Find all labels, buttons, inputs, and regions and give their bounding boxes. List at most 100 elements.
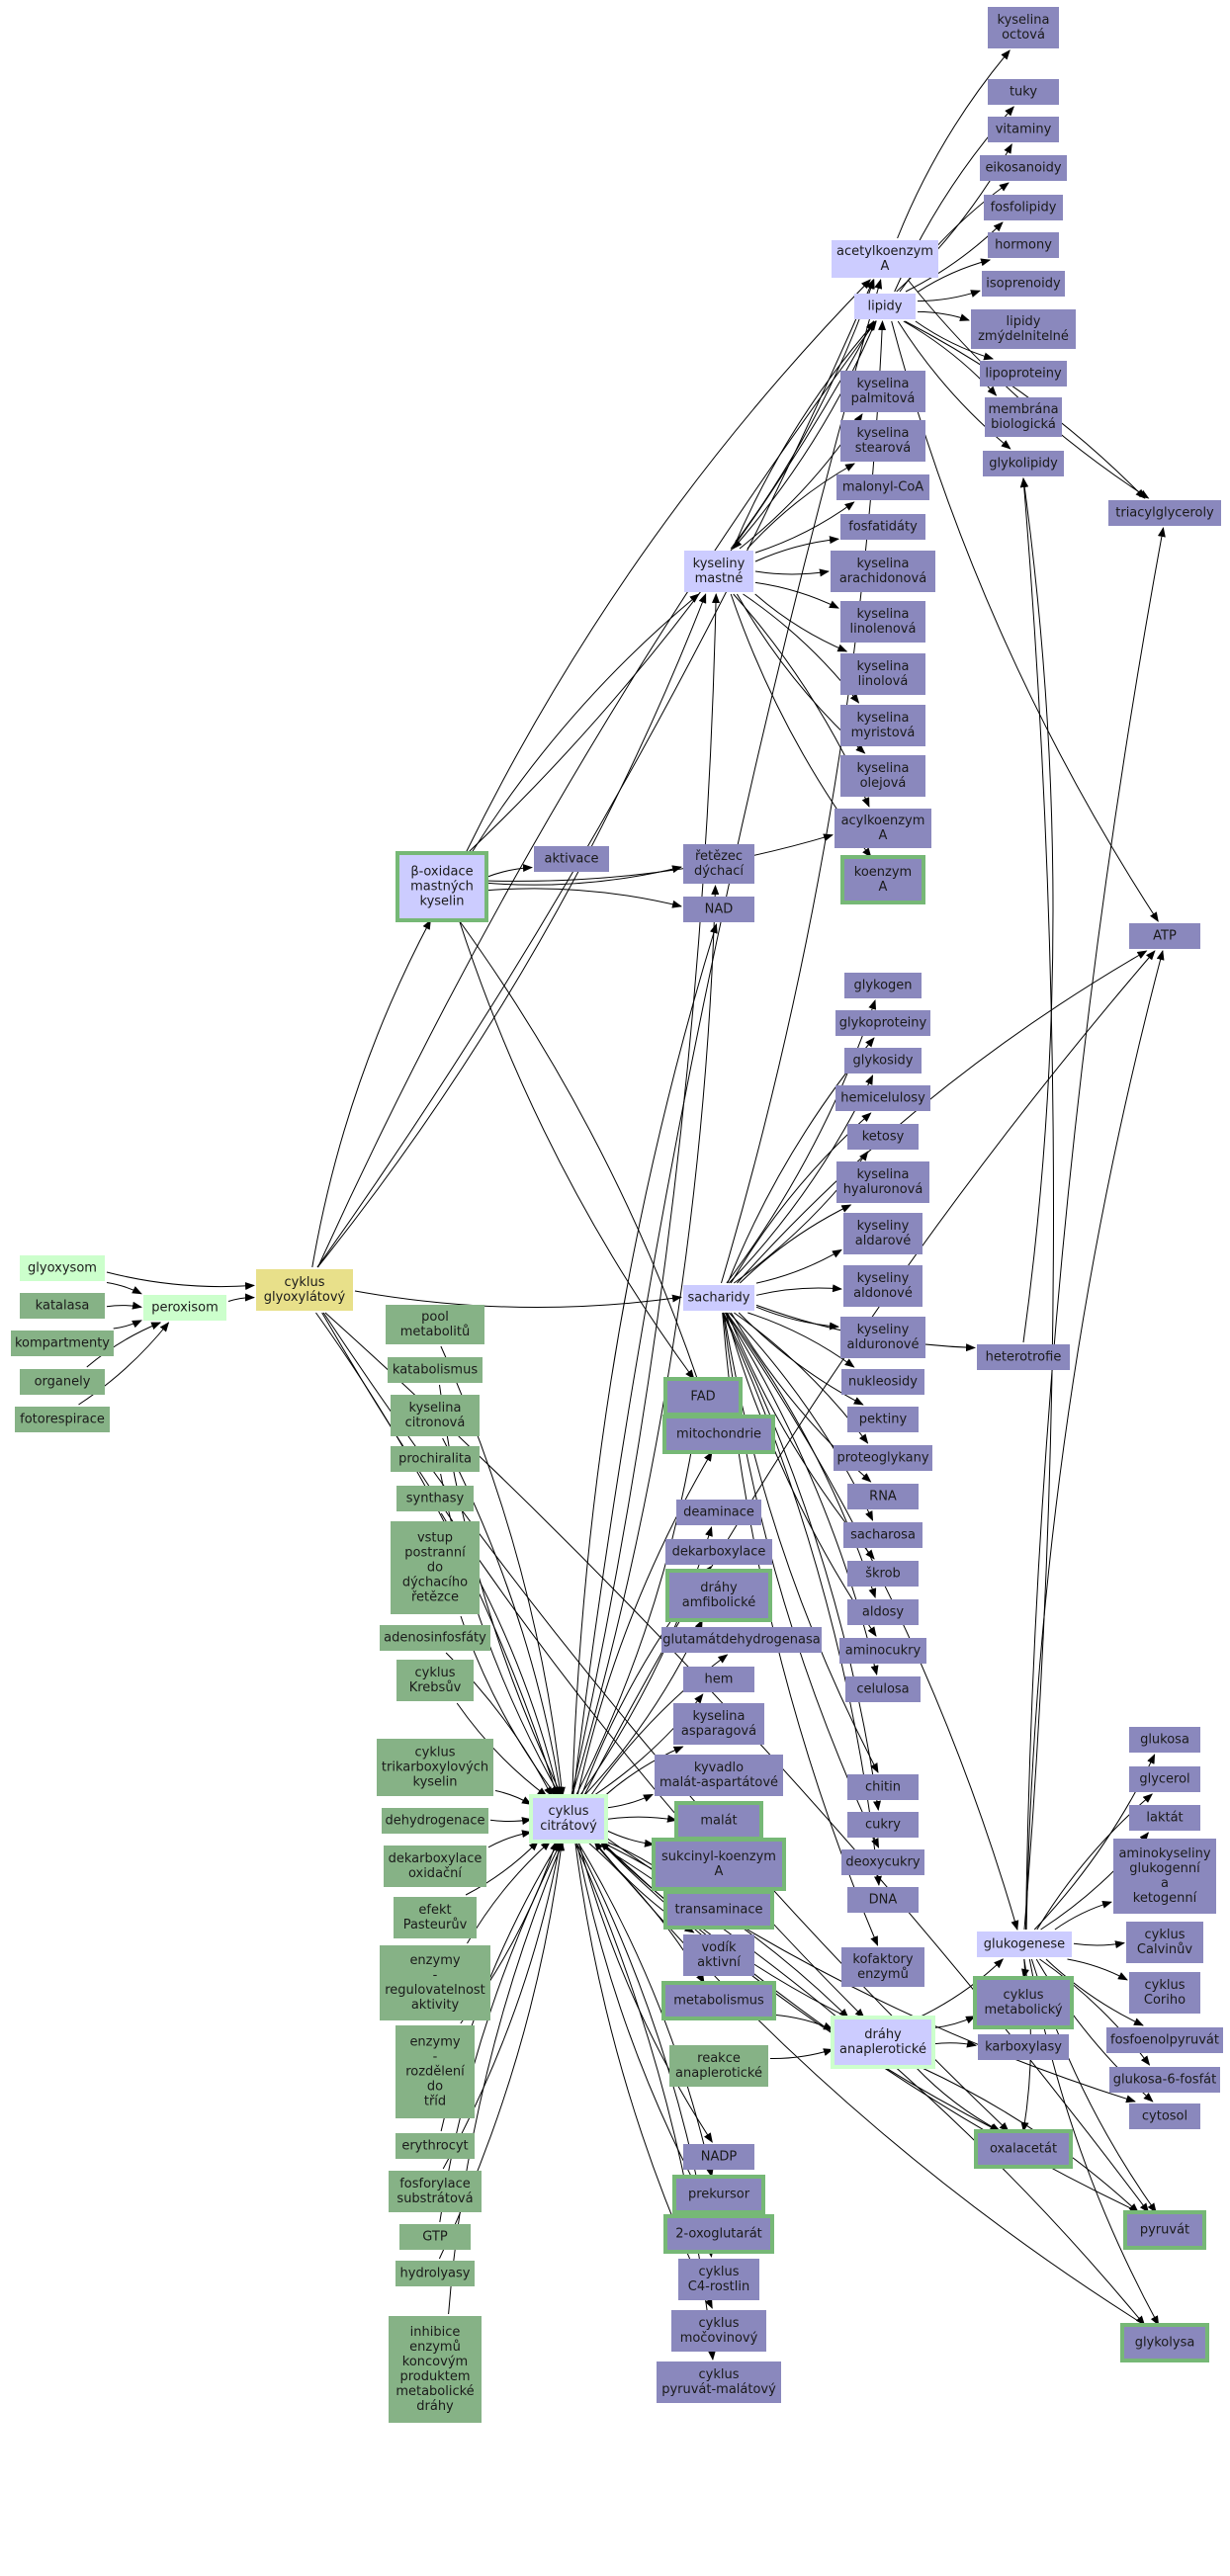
- node-cytosol[interactable]: cytosol: [1129, 2104, 1200, 2129]
- node-atp[interactable]: ATP: [1129, 923, 1200, 949]
- node-skrob[interactable]: škrob: [847, 1561, 919, 1587]
- node-katabolismus[interactable]: katabolismus: [388, 1357, 483, 1383]
- node-dna[interactable]: DNA: [847, 1887, 919, 1913]
- node-deaminace[interactable]: deaminace: [676, 1500, 761, 1525]
- node-chitin[interactable]: chitin: [847, 1774, 919, 1800]
- node-heterotrofie[interactable]: heterotrofie: [977, 1344, 1070, 1370]
- node-proteoglykany[interactable]: proteoglykany: [834, 1445, 932, 1471]
- node-katalasa[interactable]: katalasa: [20, 1293, 105, 1319]
- node-glutamatdehydro[interactable]: glutamátdehydrogenasa: [661, 1627, 822, 1653]
- node-glykolysa[interactable]: glykolysa: [1120, 2323, 1209, 2362]
- node-malat[interactable]: malát: [674, 1801, 763, 1841]
- node-glukosa[interactable]: glukosa: [1129, 1727, 1200, 1753]
- node-hemicelulosy[interactable]: hemicelulosy: [835, 1085, 930, 1111]
- node-ketosy[interactable]: ketosy: [847, 1124, 919, 1150]
- node-gtp[interactable]: GTP: [399, 2224, 471, 2250]
- node-kompartmenty[interactable]: kompartmenty: [11, 1331, 114, 1356]
- node-laktat[interactable]: laktát: [1129, 1805, 1200, 1831]
- node-triacylglyceroly[interactable]: triacylglyceroly: [1108, 500, 1221, 526]
- node-hem[interactable]: hem: [683, 1667, 754, 1692]
- node-lipoproteiny[interactable]: lipoproteiny: [980, 361, 1067, 386]
- node-prekursor[interactable]: prekursor: [672, 2175, 765, 2214]
- node-oxoglutarat[interactable]: 2-oxoglutarát: [663, 2214, 774, 2254]
- node-malonyl[interactable]: malonyl-CoA: [836, 474, 929, 500]
- node-erythrocyt[interactable]: erythrocyt: [395, 2133, 475, 2159]
- node-hydrolyasy[interactable]: hydrolyasy: [395, 2261, 475, 2286]
- node-celulosa[interactable]: celulosa: [845, 1676, 921, 1702]
- node-fad[interactable]: FAD: [663, 1377, 743, 1417]
- node-prochiralita[interactable]: prochiralita: [391, 1446, 480, 1472]
- node-glukosa6f[interactable]: glukosa-6-fosfát: [1109, 2067, 1220, 2093]
- node-pektiny[interactable]: pektiny: [847, 1407, 919, 1432]
- node-glykolipidy[interactable]: glykolipidy: [983, 451, 1064, 476]
- node-pyruvat[interactable]: pyruvát: [1123, 2210, 1206, 2250]
- node-karboxylasy[interactable]: karboxylasy: [978, 2034, 1069, 2060]
- node-glykoproteiny[interactable]: glykoproteiny: [835, 1010, 930, 1036]
- node-mitochondrie[interactable]: mitochondrie: [662, 1415, 775, 1454]
- node-sacharidy[interactable]: sacharidy: [683, 1285, 754, 1311]
- node-inhibice[interactable]: inhibiceenzymůkoncovýmproduktemmetabolic…: [389, 2316, 482, 2423]
- node-glukogenese[interactable]: glukogenese: [977, 1932, 1072, 1957]
- node-fosfatidaty[interactable]: fosfatidáty: [840, 514, 925, 540]
- node-rna[interactable]: RNA: [847, 1484, 919, 1509]
- node-fosfoenolpyruvat[interactable]: fosfoenolpyruvát: [1106, 2027, 1223, 2053]
- node-dekarboxylace[interactable]: dekarboxylace: [665, 1539, 772, 1565]
- node-synthasy[interactable]: synthasy: [396, 1486, 474, 1511]
- node-cukry[interactable]: cukry: [847, 1812, 919, 1838]
- node-glykogen[interactable]: glykogen: [844, 973, 922, 998]
- node-fosfolipidy[interactable]: fosfolipidy: [984, 195, 1063, 220]
- node-aktivace[interactable]: aktivace: [534, 846, 609, 872]
- node-aminocukry[interactable]: aminocukry: [839, 1638, 926, 1664]
- node-vitaminy[interactable]: vitaminy: [988, 117, 1059, 142]
- node-transaminace[interactable]: transaminace: [663, 1890, 774, 1930]
- node-nukleosidy[interactable]: nukleosidy: [841, 1369, 924, 1395]
- node-glykosidy[interactable]: glykosidy: [844, 1048, 922, 1073]
- node-dehydrogenace[interactable]: dehydrogenace: [382, 1808, 488, 1834]
- node-fotorespirace[interactable]: fotorespirace: [15, 1407, 110, 1432]
- node-adenosinfosfaty[interactable]: adenosinfosfáty: [380, 1625, 490, 1651]
- node-isoprenoidy[interactable]: isoprenoidy: [982, 271, 1065, 297]
- node-eikosanoidy[interactable]: eikosanoidy: [980, 155, 1067, 181]
- node-glyoxysom[interactable]: glyoxysom: [20, 1255, 105, 1281]
- node-nadp[interactable]: NADP: [683, 2144, 754, 2170]
- node-tuky[interactable]: tuky: [988, 79, 1059, 105]
